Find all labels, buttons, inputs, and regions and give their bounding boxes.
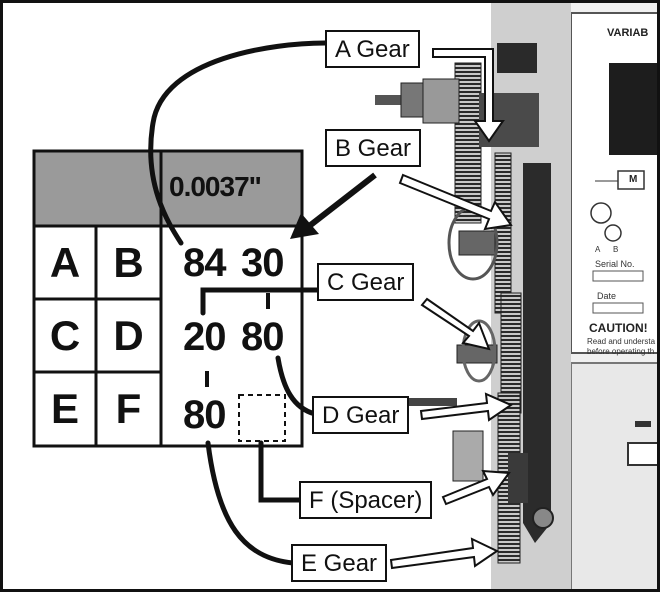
- label-e-gear: E Gear: [291, 544, 387, 582]
- label-d-gear: D Gear: [312, 396, 409, 434]
- arrow-b-chart: [308, 175, 375, 227]
- gear-a-teeth: 84: [183, 241, 235, 286]
- label-a-gear: A Gear: [325, 30, 420, 68]
- serial-label: Serial No.: [595, 259, 635, 269]
- arrow-f: [443, 471, 509, 504]
- arrow-b: [400, 175, 511, 229]
- gear-e-teeth: 80: [183, 393, 235, 438]
- feed-pitch: 0.0037": [169, 171, 299, 203]
- arrow-c: [422, 299, 489, 349]
- position-f-label: F: [96, 385, 161, 433]
- gear-c-teeth: 20: [183, 315, 235, 360]
- leader-e: [208, 443, 293, 563]
- plate-title: VARIAB: [607, 27, 648, 39]
- label-b-gear: B Gear: [325, 129, 421, 167]
- gear-d-teeth: 80: [241, 315, 293, 360]
- leader-d: [278, 358, 315, 414]
- arrow-e: [391, 539, 497, 568]
- motor-mark: M: [629, 174, 637, 185]
- caution-title: CAUTION!: [589, 321, 648, 335]
- position-d-label: D: [96, 312, 161, 360]
- date-label: Date: [597, 291, 616, 301]
- caution-line-2: before operating th: [587, 347, 654, 356]
- leader-f: [261, 443, 299, 500]
- position-e-label: E: [34, 385, 96, 433]
- arrow-d: [421, 394, 511, 420]
- label-f-spacer: F (Spacer): [299, 481, 432, 519]
- gear-mark-a: A: [595, 245, 600, 254]
- arrow-a: [433, 49, 503, 141]
- label-c-gear: C Gear: [317, 263, 414, 301]
- position-b-label: B: [96, 239, 161, 287]
- spacer-box: [239, 395, 285, 441]
- leader-c: [203, 290, 317, 313]
- caution-line-1: Read and understa: [587, 337, 655, 346]
- gear-b-teeth: 30: [241, 241, 293, 286]
- gear-mark-b: B: [613, 245, 618, 254]
- position-a-label: A: [34, 239, 96, 287]
- position-c-label: C: [34, 312, 96, 360]
